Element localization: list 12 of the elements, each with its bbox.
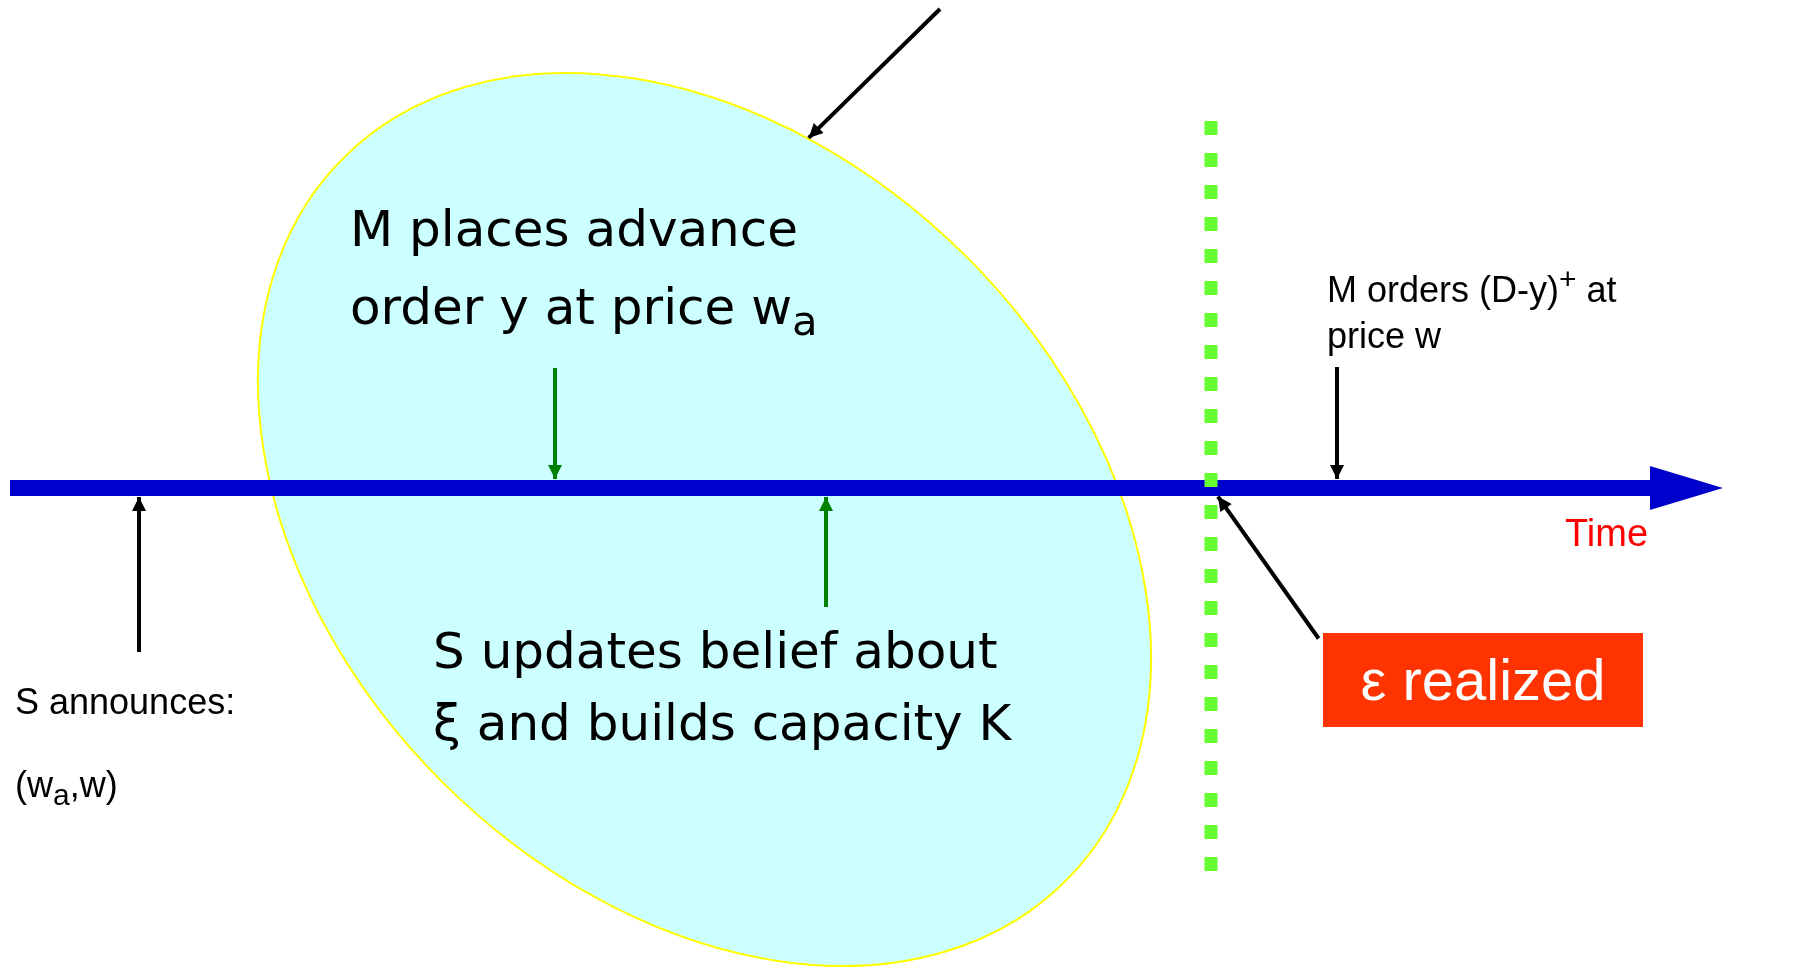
event-text: M orders (D-y)$^{+}$ at price w — [1327, 256, 1647, 359]
event-text: S announces: (w$_{a}$,w) — [15, 660, 305, 837]
arrow — [1216, 495, 1321, 640]
arrow — [1330, 367, 1344, 479]
arrow — [132, 497, 146, 652]
arrow — [807, 7, 942, 140]
axis-label: Time — [1565, 511, 1649, 555]
event-label: ε realized — [1323, 633, 1643, 727]
arrow — [548, 368, 562, 479]
event-text: S updates belief about ξ and builds capacity K — [433, 615, 1023, 759]
arrow — [819, 497, 833, 607]
event-text: M places advance order y at price w$_{a}$ — [350, 190, 940, 360]
